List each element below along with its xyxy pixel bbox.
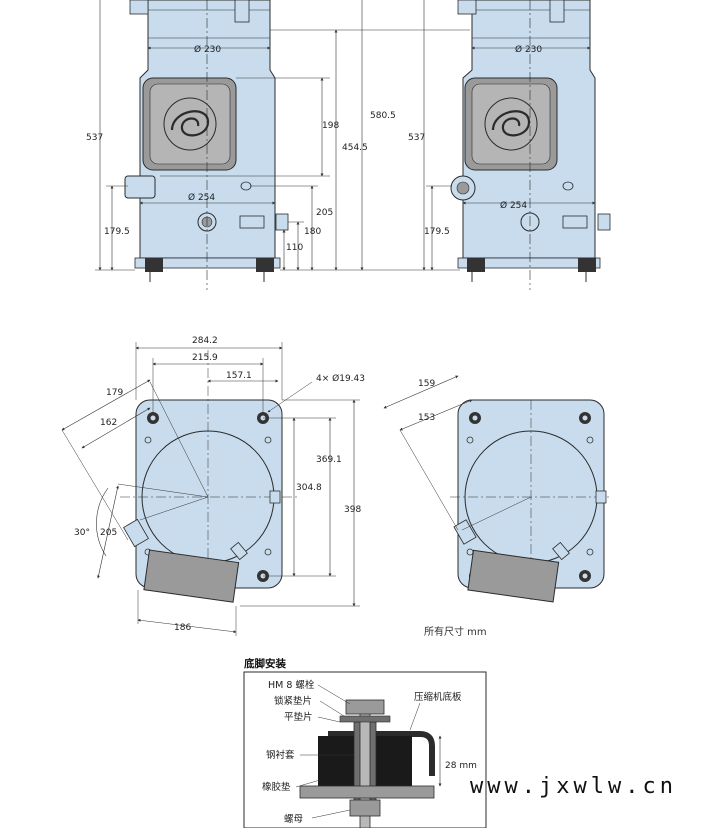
dim-580: 580.5 xyxy=(370,111,396,121)
label-rubber: 橡胶垫 xyxy=(262,781,291,793)
dim-205-plan: 205 xyxy=(100,528,117,538)
watermark: www.jxwlw.cn xyxy=(470,774,677,799)
logo-spiral-icon xyxy=(491,110,531,137)
dim-398: 398 xyxy=(344,505,361,515)
dim-162: 162 xyxy=(100,418,117,428)
dim-180: 180 xyxy=(304,227,321,237)
dim-dia-254: Ø 254 xyxy=(188,192,215,203)
dim-height-179-right: 179.5 xyxy=(424,227,450,237)
dim-dia-230-right: Ø 230 xyxy=(515,44,542,55)
mount-title: 底脚安装 xyxy=(244,657,286,670)
dim-186: 186 xyxy=(174,623,191,633)
dim-height-537: 537 xyxy=(86,133,103,143)
dim-height-537-right: 537 xyxy=(408,133,425,143)
label-nut: 螺母 xyxy=(284,814,303,825)
units-note: 所有尺寸 mm xyxy=(424,625,487,638)
dim-153: 153 xyxy=(418,413,435,423)
mounting-detail: 底脚安装 28 mm HM 8 螺栓 锁紧垫片 平垫片 压缩机底板 钢衬套 橡胶… xyxy=(243,657,487,829)
label-bolt: HM 8 螺栓 xyxy=(268,679,315,691)
dim-110: 110 xyxy=(286,243,303,253)
dim-179: 179 xyxy=(106,388,123,398)
dim-dia-254-right: Ø 254 xyxy=(500,200,527,211)
dim-205: 205 xyxy=(316,208,333,218)
dim-304: 304.8 xyxy=(296,483,322,493)
dim-holes: 4× Ø19.43 xyxy=(316,373,365,384)
label-lock-washer: 锁紧垫片 xyxy=(274,695,312,707)
plan-view-left: 284.2 215.9 157.1 4× Ø19.43 179 162 369.… xyxy=(61,336,365,636)
dim-28mm: 28 mm xyxy=(445,761,477,771)
dim-height-179: 179.5 xyxy=(104,227,130,237)
dim-454: 454.5 xyxy=(342,143,368,153)
dim-198: 198 xyxy=(322,121,339,131)
dim-dia-230: Ø 230 xyxy=(194,44,221,55)
front-view-left: Ø 230 Ø 254 537 179.5 198 454.5 580.5 20… xyxy=(86,0,470,290)
dim-angle: 30° xyxy=(74,528,90,538)
label-base-plate: 压缩机底板 xyxy=(414,691,462,703)
dim-215: 215.9 xyxy=(192,353,218,363)
dim-159: 159 xyxy=(418,379,435,389)
dim-369: 369.1 xyxy=(316,455,342,465)
logo-spiral-icon xyxy=(170,110,210,137)
label-flat-washer: 平垫片 xyxy=(284,711,313,723)
dim-284: 284.2 xyxy=(192,336,218,346)
label-sleeve: 钢衬套 xyxy=(266,749,295,761)
plan-view-right: 159 153 xyxy=(383,375,612,603)
front-view-right: Ø 230 Ø 254 537 179.5 xyxy=(408,0,611,290)
dim-157: 157.1 xyxy=(226,371,252,381)
